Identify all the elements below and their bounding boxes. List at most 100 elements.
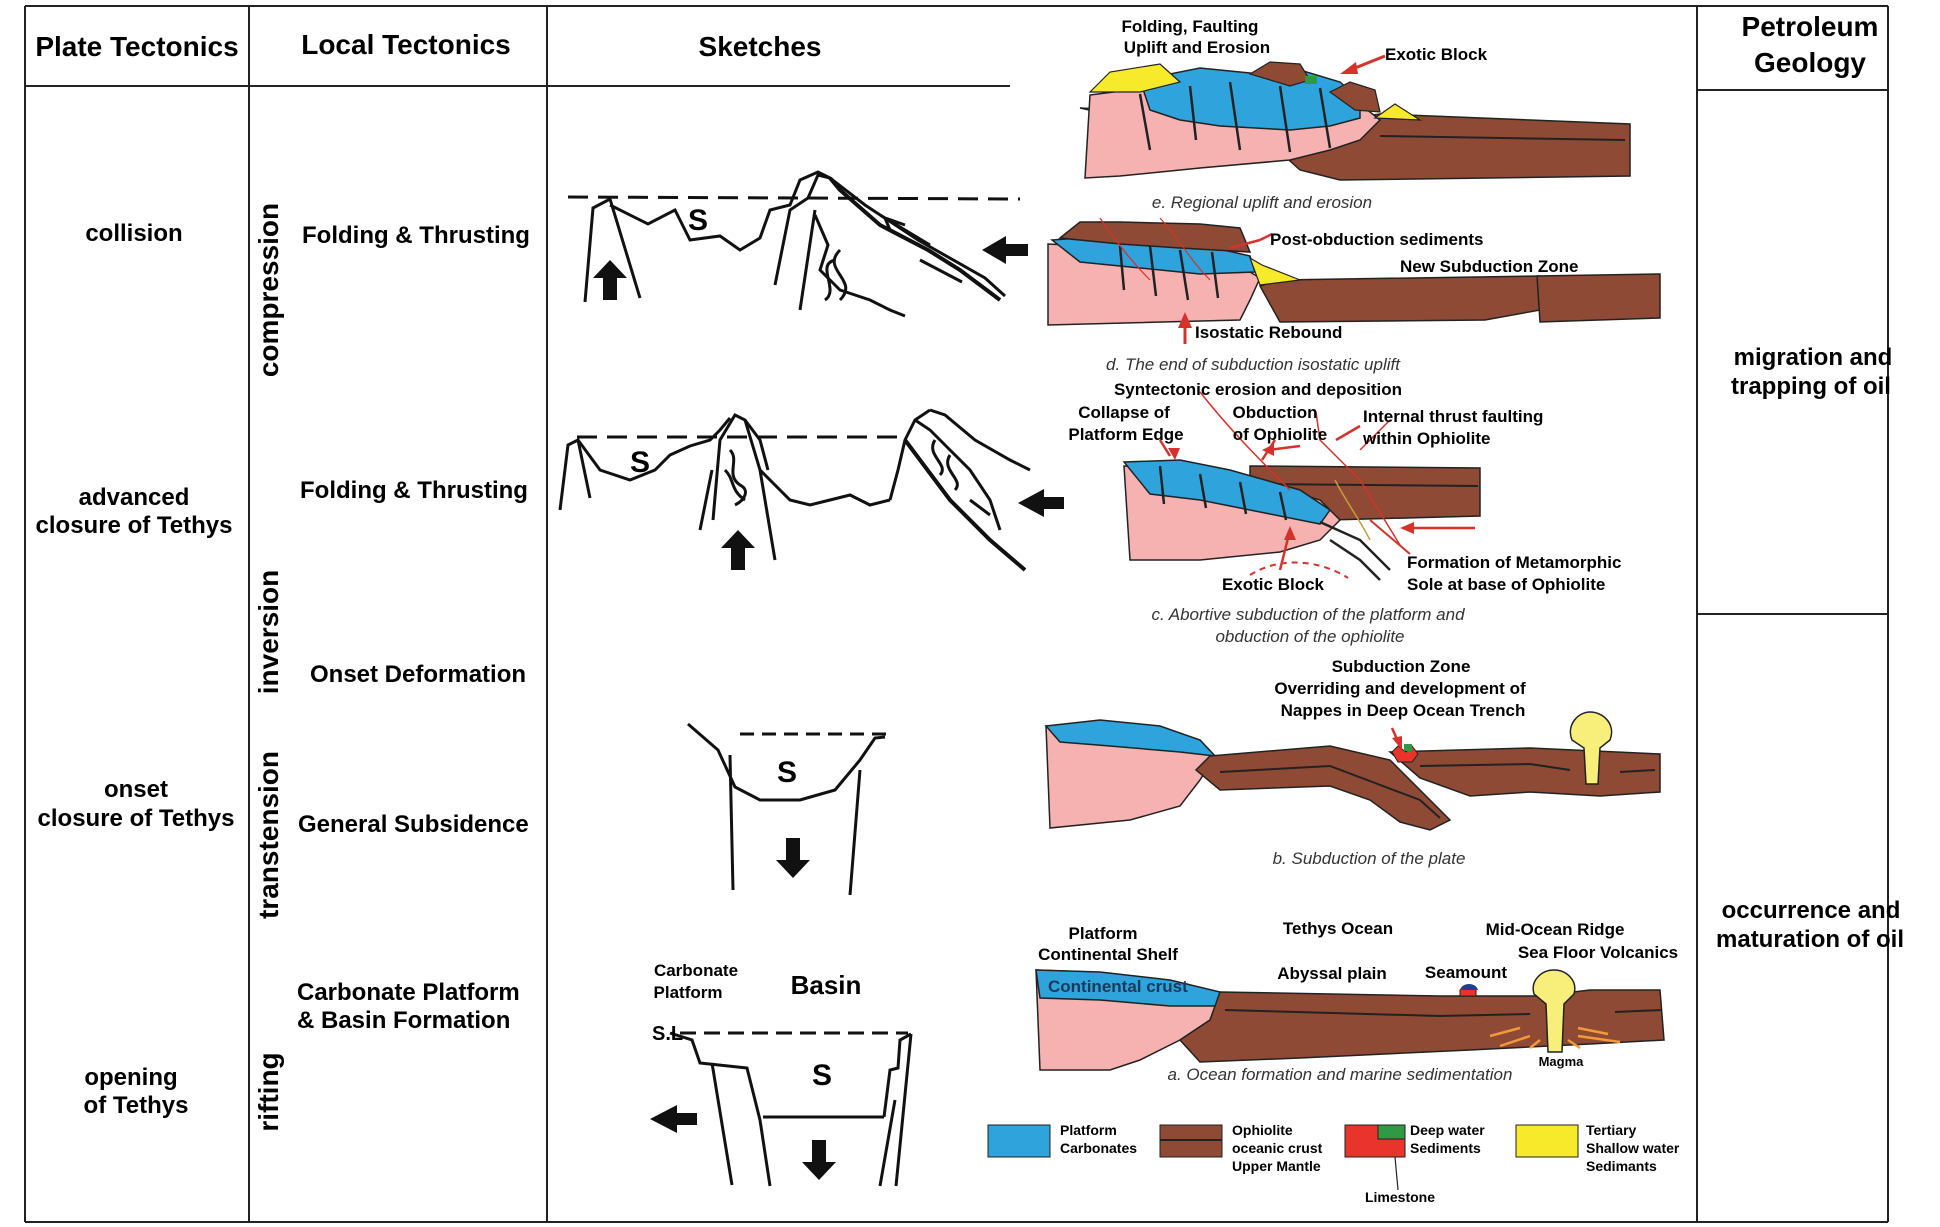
panel-b-ridge [1569,711,1613,785]
table-grid [24,5,1889,1223]
panel-a-label-magma: Magma [1539,1054,1585,1069]
panel-e: Folding, Faulting Uplift and Erosion Exo… [1079,17,1631,212]
sketch-subsidence-arrows [776,838,810,878]
panel-b: Subduction Zone Overriding and developme… [1044,657,1661,868]
column-headers: Plate Tectonics Local Tectonics Sketches… [35,11,1878,78]
sketch-collision-arrows [593,236,1028,300]
panel-b-label-1: Subduction Zone [1332,657,1471,676]
panel-c-label-obduction-1: Obduction [1233,403,1318,422]
petroleum-migration-2: trapping of oil [1731,373,1891,400]
legend-tertiary-2: Shallow water [1586,1140,1680,1156]
plate-stage-opening-1: opening [84,1064,177,1091]
sketch-subsidence-s: S [777,756,797,789]
panel-a-label-platform-1: Platform [1069,924,1138,943]
header-local-tectonics: Local Tectonics [301,29,511,60]
regime-compression: compression [253,203,284,377]
panel-a: Platform Continental Shelf Continental c… [1035,919,1678,1084]
panel-e-label-exotic: Exotic Block [1385,45,1488,64]
local-stage-carbonate-2: & Basin Formation [297,1007,510,1034]
local-stage-folding-1: Folding & Thrusting [302,222,530,249]
red-arrow-icon [1262,444,1274,456]
plate-stage-advanced-1: advanced [79,484,190,511]
regime-labels: compression inversion transtension rifti… [253,203,284,1132]
petroleum-occurrence-2: maturation of oil [1716,926,1904,953]
panel-c-label-internal-2: within Ophiolite [1362,429,1490,448]
red-arrow-icon [1392,736,1402,750]
panel-c-label-meta-1: Formation of Metamorphic [1407,553,1621,572]
sketch-rifting-s: S [812,1059,832,1092]
down-arrow-icon [802,1140,836,1180]
regime-transtension: transtension [253,751,284,919]
panel-c-caption-2: obduction of the ophiolite [1215,627,1404,646]
label-basin: Basin [791,970,862,1000]
panel-d-label-rebound: Isostatic Rebound [1195,323,1342,342]
legend-carbonate-1: Platform [1060,1122,1117,1138]
sketch-collision [567,170,1021,318]
local-stages: Folding & Thrusting Folding & Thrusting … [297,222,530,1034]
panel-a-label-ridge: Mid-Ocean Ridge [1486,920,1625,939]
panel-a-label-abyssal: Abyssal plain [1277,964,1387,983]
panel-c-label-meta-2: Sole at base of Ophiolite [1407,575,1605,594]
panel-c-label-exotic: Exotic Block [1222,575,1325,594]
local-stage-onset-deformation: Onset Deformation [310,661,526,688]
plate-stage-advanced-2: closure of Tethys [36,512,233,539]
legend-swatch-carbonate [987,1124,1051,1158]
seamount-icon [1460,984,1478,990]
panel-e-caption: e. Regional uplift and erosion [1152,193,1372,212]
panel-a-label-seamount: Seamount [1425,963,1508,982]
panel-c-label-syntectonic: Syntectonic erosion and deposition [1114,380,1402,399]
panel-b-caption: b. Subduction of the plate [1273,849,1466,868]
panel-b-label-2: Overriding and development of [1274,679,1526,698]
label-carbonate-platform-1: Carbonate [654,961,738,980]
legend-tertiary-3: Sedimants [1586,1158,1657,1174]
label-carbonate-platform-2: Platform [654,983,723,1002]
panel-c-label-collapse-2: Platform Edge [1068,425,1183,444]
sketch-subsidence [687,722,890,896]
plate-stage-collision: collision [85,220,182,247]
legend-deep-water-2: Sediments [1410,1140,1481,1156]
red-arrow-icon [1168,448,1180,460]
panel-c-label-obduction-2: of Ophiolite [1233,425,1327,444]
panel-c-label-collapse-1: Collapse of [1078,403,1170,422]
sketch-advanced-arrows [721,489,1064,570]
up-arrow-icon [721,530,755,570]
panel-c-label-internal-1: Internal thrust faulting [1363,407,1543,426]
panel-a-ridge [1532,969,1576,1053]
panel-d-label-new-sub: New Subduction Zone [1400,257,1579,276]
legend-limestone: Limestone [1365,1189,1435,1205]
panel-d-caption: d. The end of subduction isostatic uplif… [1106,355,1401,374]
sketch-advanced [558,408,1031,572]
red-arrow-icon [1178,312,1192,328]
legend-ophiolite-3: Upper Mantle [1232,1158,1321,1174]
petroleum-occurrence-1: occurrence and [1722,897,1901,924]
local-stage-subsidence: General Subsidence [298,811,529,838]
header-geology: Geology [1754,47,1866,78]
red-arrow-icon [1400,522,1414,534]
panel-c: Syntectonic erosion and deposition Colla… [1068,380,1621,646]
red-arrow-icon [1284,526,1296,540]
panel-d: Post-obduction sediments New Subduction … [1047,217,1661,374]
local-stage-carbonate-1: Carbonate Platform [297,979,520,1006]
petroleum-stages: migration and trapping of oil occurrence… [1716,344,1904,953]
header-petroleum: Petroleum [1742,11,1879,42]
up-arrow-icon [593,260,627,300]
panel-c-caption-1: c. Abortive subduction of the platform a… [1151,605,1465,624]
legend-swatch-tertiary [1515,1124,1579,1158]
legend-ophiolite-2: oceanic crust [1232,1140,1323,1156]
legend-deep-water-1: Deep water [1410,1122,1485,1138]
legend: Platform Carbonates Ophiolite oceanic cr… [987,1122,1680,1205]
panel-e-tertiary [1088,63,1182,93]
left-arrow-icon [650,1105,697,1133]
sketch-collision-s: S [688,204,708,237]
legend-carbonate-2: Carbonates [1060,1140,1137,1156]
down-arrow-icon [776,838,810,878]
panel-a-caption: a. Ocean formation and marine sedimentat… [1168,1065,1513,1084]
petroleum-migration-1: migration and [1734,344,1893,371]
panel-a-label-crust: Continental crust [1048,977,1188,996]
panel-d-label-post: Post-obduction sediments [1270,230,1483,249]
regime-inversion: inversion [253,570,284,694]
plate-stage-onset-2: closure of Tethys [38,805,235,832]
regime-rifting: rifting [253,1052,284,1131]
panel-a-label-tethys: Tethys Ocean [1283,919,1393,938]
